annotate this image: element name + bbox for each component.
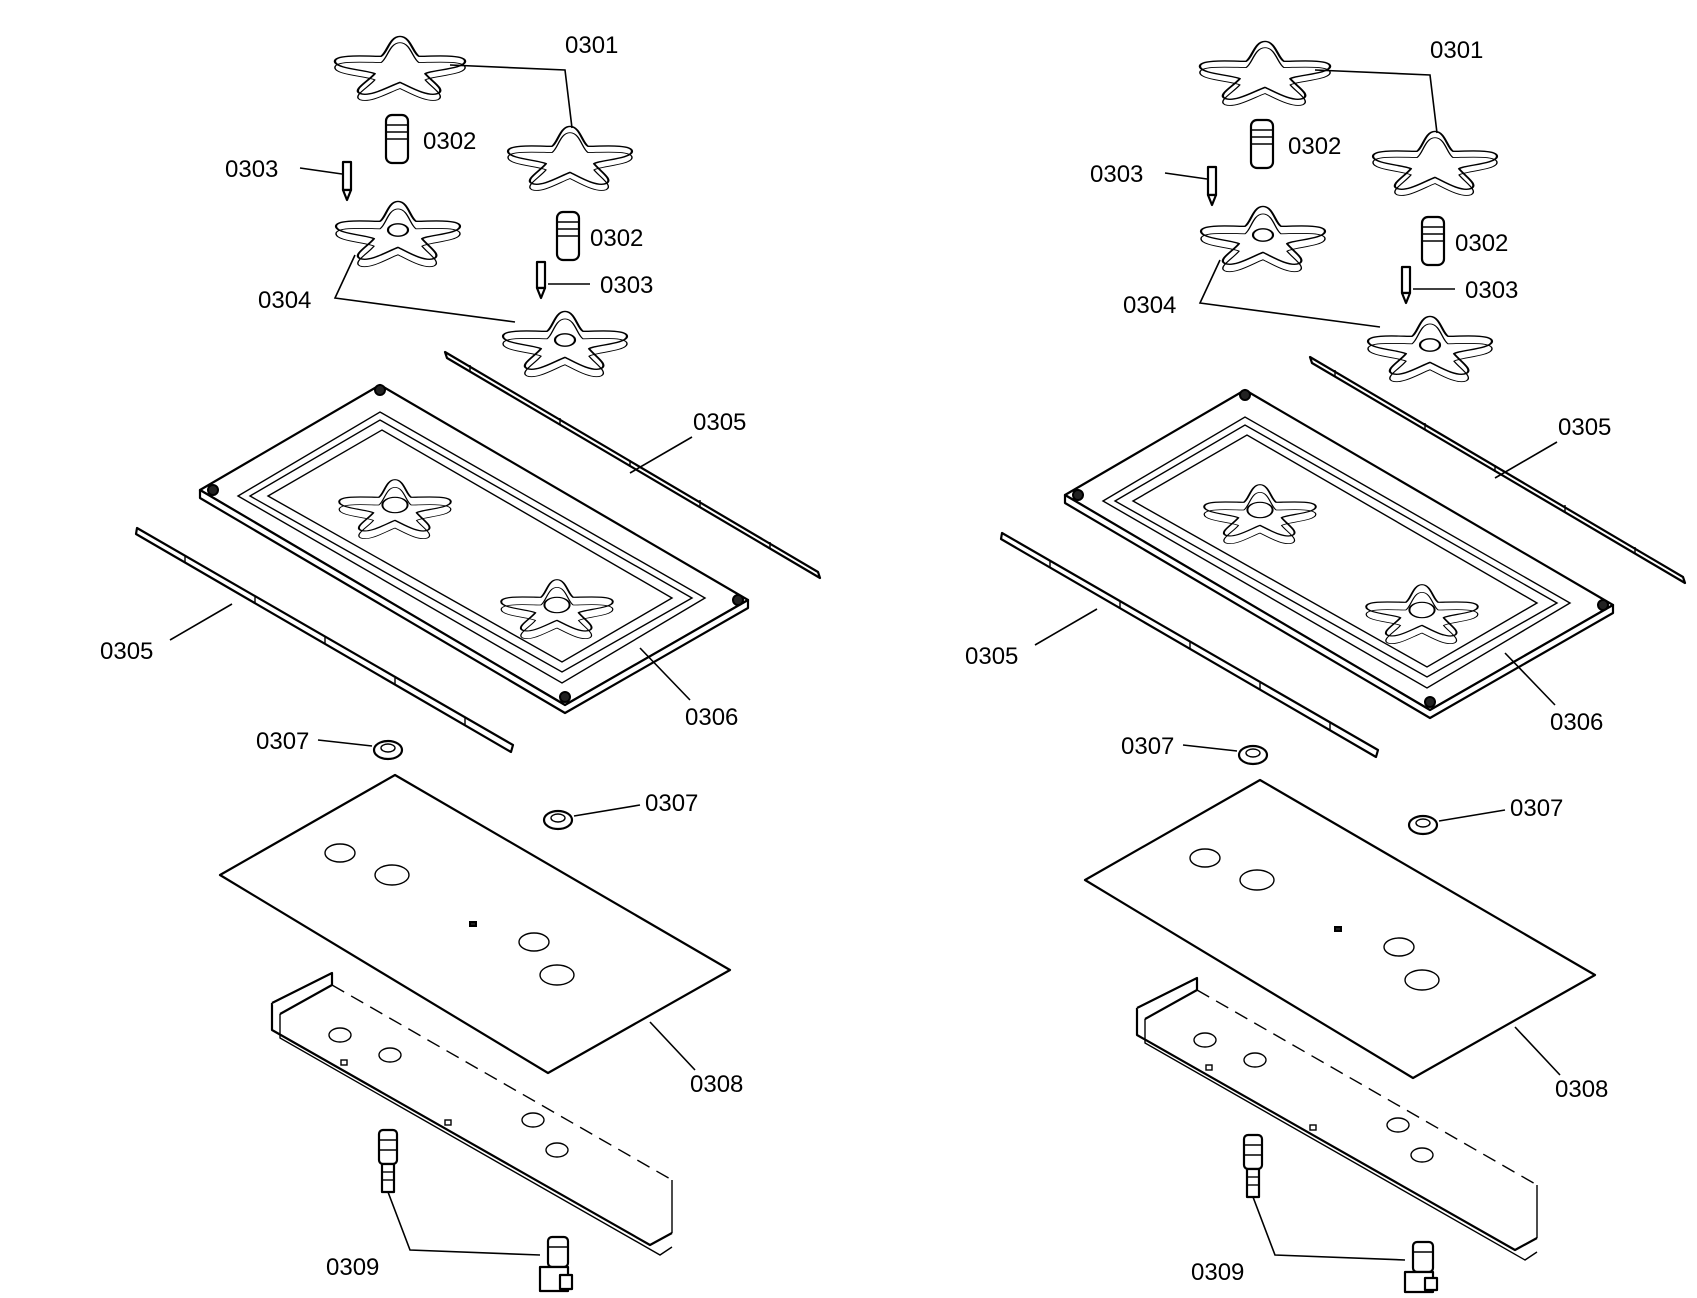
grommet-right [1407,809,1506,836]
label-0307: 0307 [645,790,698,817]
label-0305: 0305 [1558,414,1611,441]
sleeve-right [1420,215,1446,267]
label-0303: 0303 [600,272,653,299]
label-0309: 0309 [326,1254,379,1281]
burner-cap-right [506,125,634,192]
view-left: 0301 0302 0303 0302 0303 0304 0305 0305 … [100,32,822,1293]
base-plate [1083,778,1597,1080]
label-0309: 0309 [1191,1259,1244,1286]
bracket [270,971,673,1256]
valve-upper [1242,1133,1264,1199]
label-0307: 0307 [256,728,309,755]
label-0303: 0303 [1465,277,1518,304]
valve-lower [538,1235,574,1293]
grommet-left [1182,744,1269,766]
label-0306: 0306 [685,704,738,731]
label-0305: 0305 [965,643,1018,670]
injector-right [535,260,590,300]
sleeve-left [1249,118,1275,170]
burner-cap-top [333,35,467,102]
cooktop-tray [1063,388,1615,720]
label-0304: 0304 [258,287,311,314]
label-0302: 0302 [1288,133,1341,160]
grommet-right [542,804,641,831]
rail-lower [999,531,1380,759]
label-0305: 0305 [100,638,153,665]
valve-lower [1403,1240,1439,1294]
sleeve-right [555,210,581,262]
burner-base-left [1199,205,1327,273]
label-0307: 0307 [1121,733,1174,760]
injector-left [299,160,353,202]
view-right: 0301 0302 0303 0302 0303 0304 0305 0305 … [965,37,1687,1294]
label-0303: 0303 [1090,161,1143,188]
burner-base-right [1366,315,1494,383]
label-0302: 0302 [423,128,476,155]
grommet-left [317,739,404,761]
label-0303: 0303 [225,156,278,183]
burner-cap-right [1371,130,1499,197]
burner-base-left [334,200,462,268]
label-0304: 0304 [1123,292,1176,319]
label-0301: 0301 [565,32,618,59]
label-0308: 0308 [690,1071,743,1098]
cooktop-tray [198,383,750,715]
burner-base-right [501,310,629,378]
label-0301: 0301 [1430,37,1483,64]
base-plate [218,773,732,1075]
label-0302: 0302 [1455,230,1508,257]
injector-left [1164,165,1218,207]
label-0302: 0302 [590,225,643,252]
rail-upper [443,350,822,580]
label-0308: 0308 [1555,1076,1608,1103]
burner-cap-top [1198,40,1332,107]
label-0306: 0306 [1550,709,1603,736]
valve-upper [377,1128,399,1194]
label-0307: 0307 [1510,795,1563,822]
bracket [1135,976,1538,1261]
sleeve-left [384,113,410,165]
rail-lower [134,526,515,754]
injector-right [1400,265,1455,305]
label-0305: 0305 [693,409,746,436]
rail-upper [1308,355,1687,585]
